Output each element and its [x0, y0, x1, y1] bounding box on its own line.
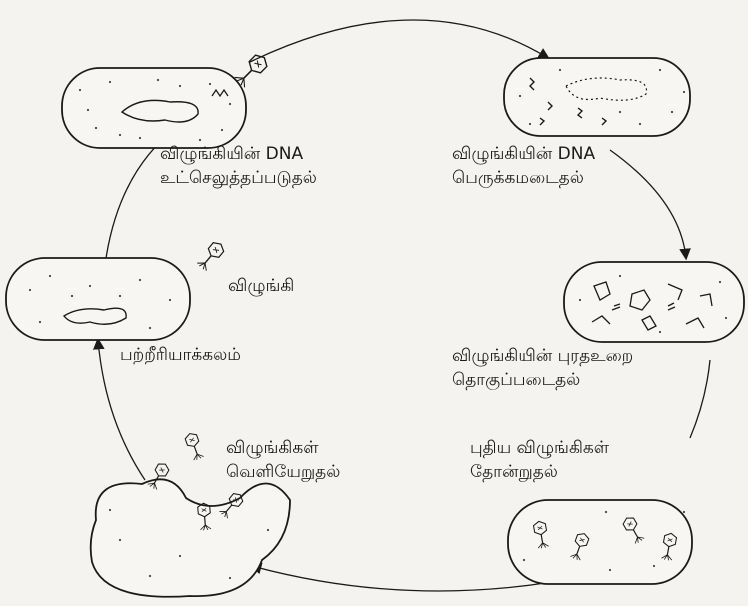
label-assembly: விழுங்கியின் புரதஉறை தொகுப்படைதல் — [452, 344, 633, 392]
label-replication: விழுங்கியின் DNA பெருக்கமடைதல் — [452, 142, 595, 190]
label-injection: விழுங்கியின் DNA உட்செலுத்தப்படுதல் — [160, 142, 317, 190]
label-new-phages: புதிய விழுங்கிகள் தோன்றுதல் — [470, 436, 609, 484]
label-bacterium: பற்றீரியாக்கலம் — [120, 343, 241, 367]
cell-assembly — [564, 262, 744, 342]
arrow-replication-to-assembly — [610, 150, 686, 258]
label-phage: விழுங்கி — [228, 274, 294, 298]
cell-replication — [504, 58, 690, 136]
arrow-assembly-to-newphages — [690, 360, 710, 438]
cell-new-phages — [508, 500, 692, 584]
free-phage-icon — [196, 240, 226, 272]
cell-injection — [62, 52, 270, 148]
arrow-newphages-to-release — [252, 566, 552, 591]
bacterium-cell — [6, 258, 190, 340]
label-release: விழுங்கிகள் வெளியேறுதல் — [226, 436, 340, 484]
arrow-injection-to-replication — [250, 20, 548, 62]
